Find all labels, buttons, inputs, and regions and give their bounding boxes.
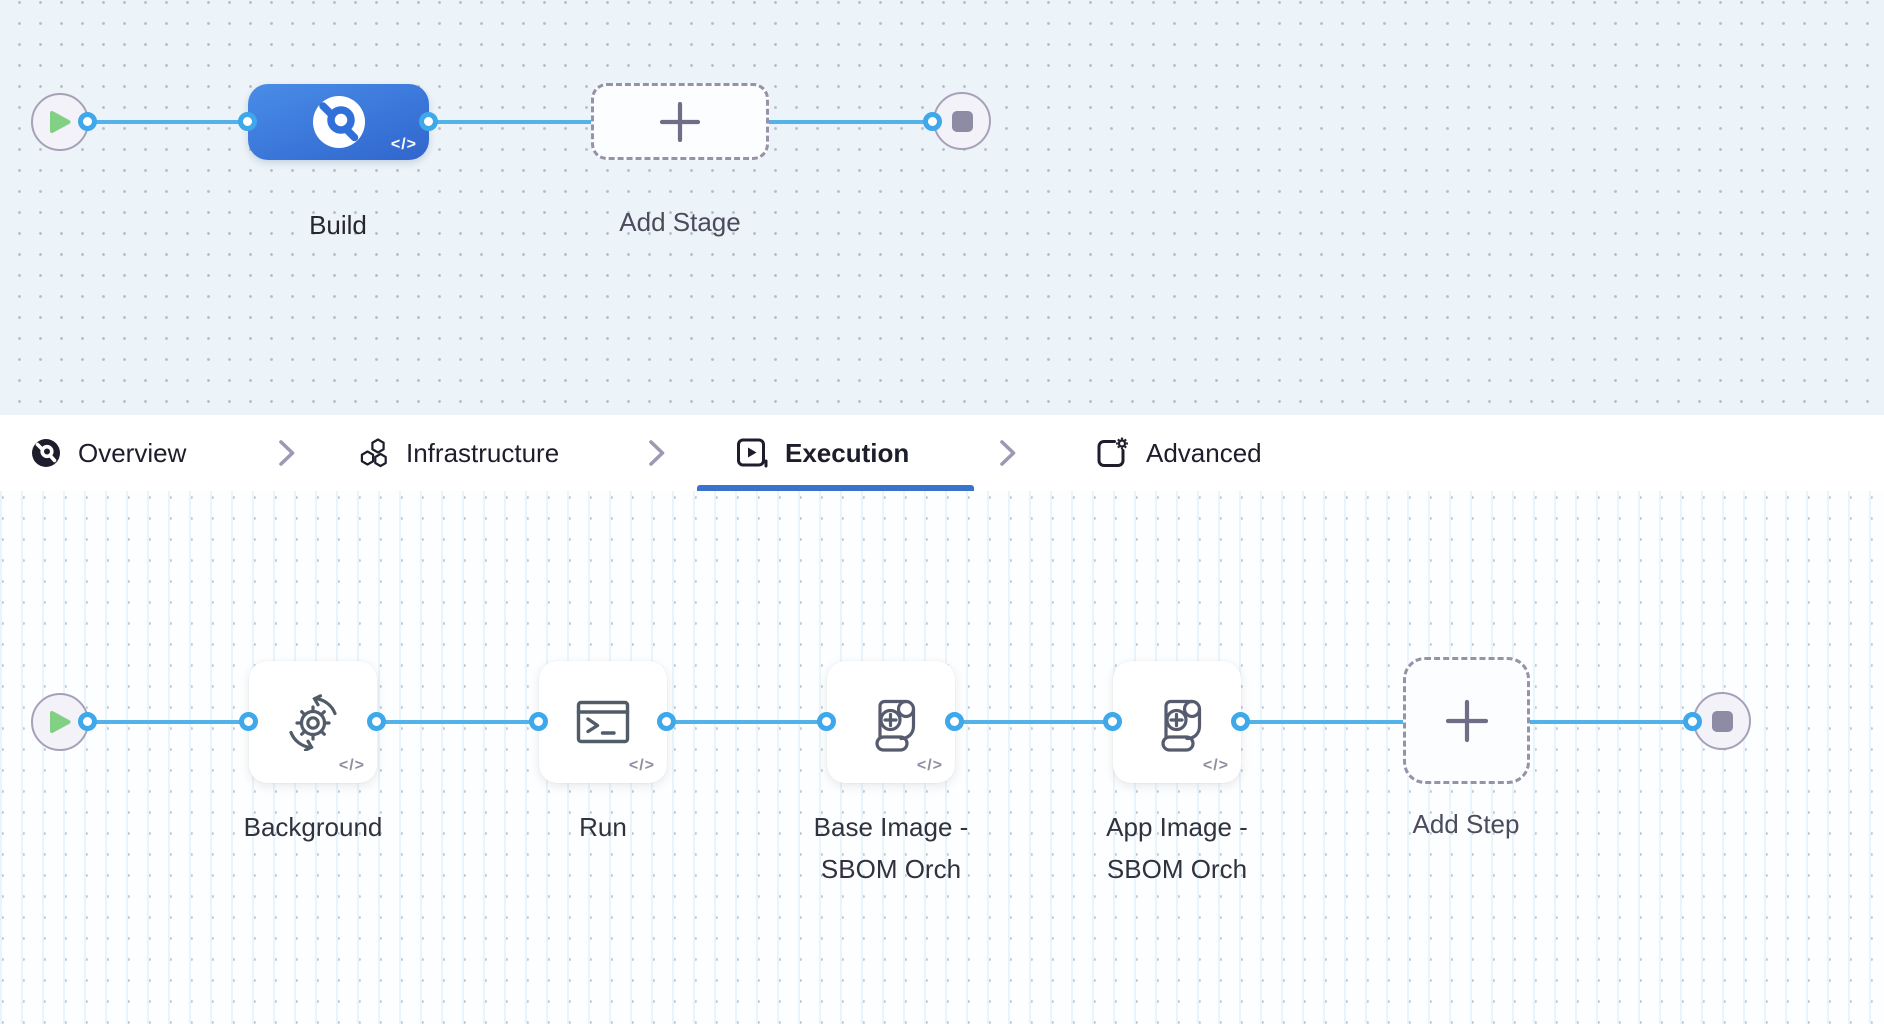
- plus-icon: [1445, 699, 1488, 742]
- add-stage-button[interactable]: [591, 83, 769, 160]
- plus-icon: [660, 101, 700, 142]
- stage-label: Build: [309, 210, 367, 240]
- terminal-icon: [576, 700, 630, 744]
- tab-infrastructure[interactable]: Infrastructure: [356, 415, 559, 491]
- chevron-right-icon: [276, 415, 298, 491]
- tab-execution[interactable]: Execution: [735, 415, 909, 491]
- connector-line: [769, 120, 933, 124]
- pipeline-end-node: [933, 92, 991, 150]
- connector-line: [88, 120, 248, 124]
- connector-port[interactable]: [1231, 712, 1250, 731]
- connector-port[interactable]: [817, 712, 836, 731]
- connector-port[interactable]: [657, 712, 676, 731]
- add-step-button[interactable]: [1403, 657, 1530, 784]
- code-view-badge: </>: [916, 757, 943, 774]
- connector-port[interactable]: [529, 712, 548, 731]
- connector-port[interactable]: [238, 112, 257, 131]
- tab-overview[interactable]: Overview: [30, 415, 186, 491]
- execution-icon: [737, 438, 768, 468]
- connector-line: [1241, 720, 1403, 724]
- step-label: Base Image - SBOM Orch: [813, 812, 969, 884]
- connector-port[interactable]: [945, 712, 964, 731]
- code-view-badge: </>: [628, 757, 655, 774]
- play-icon: [50, 711, 71, 733]
- tab-label: Overview: [78, 437, 187, 468]
- active-tab-underline: [697, 485, 974, 491]
- sbom-scroll-icon: [875, 699, 916, 752]
- stage-config-tabbar: Overview Infrastructure: [0, 415, 1884, 491]
- tab-label: Execution: [785, 437, 910, 468]
- overview-icon: [32, 439, 60, 467]
- connector-port[interactable]: [923, 112, 942, 131]
- chevron-right-icon: [646, 415, 668, 491]
- connector-port[interactable]: [419, 112, 438, 131]
- stage-canvas[interactable]: [0, 0, 1884, 415]
- execution-start-node: [31, 693, 89, 751]
- step-run[interactable]: </>: [539, 661, 667, 783]
- step-background[interactable]: </>: [249, 661, 377, 783]
- connector-line: [377, 720, 539, 724]
- code-view-badge: </>: [390, 136, 417, 153]
- step-app-image-sbom-orch[interactable]: </>: [1113, 661, 1241, 783]
- connector-port[interactable]: [239, 712, 258, 731]
- step-label: Background: [243, 812, 383, 842]
- step-label: Run: [579, 812, 627, 842]
- code-view-badge: </>: [338, 757, 365, 774]
- tab-label: Infrastructure: [406, 437, 560, 468]
- play-icon: [50, 111, 71, 133]
- connector-port[interactable]: [78, 112, 97, 131]
- connector-line: [429, 120, 591, 124]
- infrastructure-icon: [360, 438, 387, 468]
- execution-end-node: [1693, 692, 1751, 750]
- step-base-image-sbom-orch[interactable]: </>: [827, 661, 955, 783]
- stop-icon: [951, 110, 973, 132]
- add-step-label: Add Step: [1412, 809, 1520, 839]
- ci-build-icon: [312, 96, 365, 148]
- connector-port[interactable]: [1103, 712, 1122, 731]
- add-stage-label: Add Stage: [619, 207, 741, 237]
- advanced-icon: [1097, 437, 1128, 467]
- sbom-scroll-icon: [1161, 699, 1202, 752]
- connector-line: [1530, 720, 1693, 724]
- code-view-badge: </>: [1202, 757, 1229, 774]
- connector-port[interactable]: [78, 712, 97, 731]
- connector-port[interactable]: [1683, 712, 1702, 731]
- step-label: App Image - SBOM Orch: [1106, 812, 1248, 884]
- tab-advanced[interactable]: Advanced: [1094, 415, 1262, 491]
- chevron-right-icon: [997, 415, 1019, 491]
- stop-icon: [1711, 710, 1733, 732]
- background-sync-icon: [289, 694, 337, 751]
- connector-line: [667, 720, 827, 724]
- connector-line: [88, 720, 249, 724]
- connector-line: [955, 720, 1113, 724]
- stage-build[interactable]: </>: [248, 84, 429, 160]
- tab-label: Advanced: [1146, 437, 1262, 468]
- connector-port[interactable]: [367, 712, 386, 731]
